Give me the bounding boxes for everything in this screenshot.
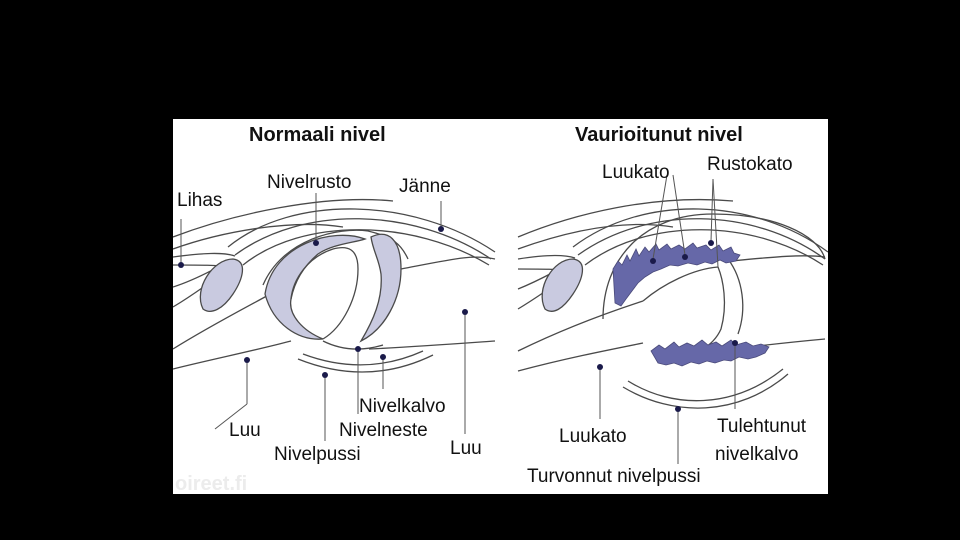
label-luukato-bottom: Luukato	[559, 426, 627, 447]
label-nivelkalvo: Nivelkalvo	[359, 396, 446, 417]
normal-cartilage-right	[359, 233, 402, 343]
label-nivelrusto: Nivelrusto	[267, 172, 352, 193]
normal-joint-drawing	[173, 193, 496, 441]
normal-cartilage-left	[264, 234, 367, 340]
label-turvonnut-nivelpussi: Turvonnut nivelpussi	[527, 466, 701, 487]
label-lihas: Lihas	[177, 190, 223, 211]
damaged-joint-title: Vaurioitunut nivel	[575, 124, 743, 146]
normal-muscle-belly	[199, 258, 244, 312]
label-rustokato: Rustokato	[707, 154, 793, 175]
panel-divider	[506, 119, 516, 494]
label-luu-right: Luu	[450, 438, 482, 459]
label-janne: Jänne	[399, 176, 451, 197]
damaged-joint-drawing	[517, 174, 828, 464]
watermark: oireet.fi	[175, 473, 248, 495]
label-tulehtunut: Tulehtunut	[717, 416, 807, 437]
label-nivelkalvo-inflamed: nivelkalvo	[715, 444, 799, 465]
label-luu-left: Luu	[229, 420, 261, 441]
joint-illustration	[173, 119, 828, 494]
damaged-cartilage-bottom	[650, 339, 770, 367]
damaged-muscle-belly	[541, 258, 584, 312]
label-nivelneste: Nivelneste	[339, 420, 428, 441]
joint-diagram: Normaali nivel Vaurioitunut nivel Lihas …	[173, 119, 828, 494]
damaged-cartilage-top	[612, 242, 741, 307]
label-nivelpussi: Nivelpussi	[274, 444, 361, 465]
label-luukato-top: Luukato	[602, 162, 670, 183]
normal-joint-title: Normaali nivel	[249, 124, 386, 146]
